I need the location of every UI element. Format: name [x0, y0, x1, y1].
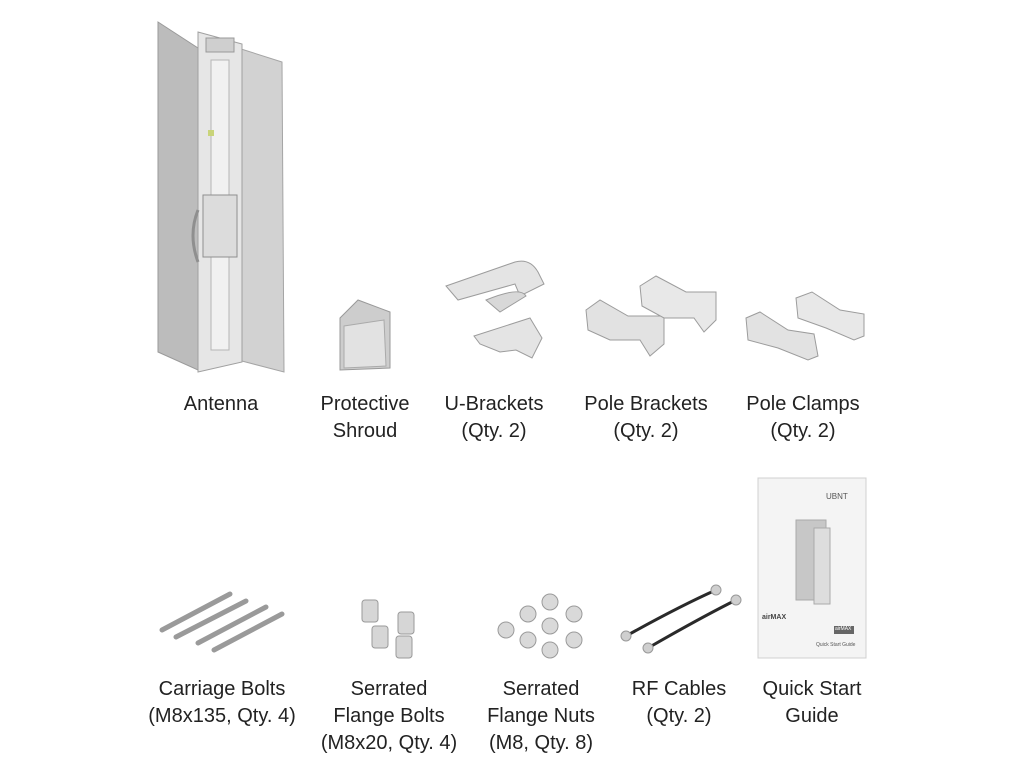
caption-line: Carriage Bolts — [158, 678, 286, 700]
quick-start-guide-image: UBNT airMAX airMAX Quick Start Guide — [757, 477, 867, 659]
caption-pole-clamps: Pole Clamps (Qty. 2) — [746, 391, 859, 445]
caption-line: Serrated — [502, 678, 580, 700]
caption-line: U-Brackets — [444, 393, 544, 415]
guide-brand-label: UBNT — [826, 492, 848, 501]
caption-line: Flange Bolts — [333, 705, 445, 727]
caption-flange-bolts: Serrated Flange Bolts (M8x20, Qty. 4) — [321, 676, 457, 757]
caption-line: Antenna — [183, 393, 259, 415]
caption-line: (Qty. 2) — [461, 420, 527, 442]
caption-line: (Qty. 2) — [770, 420, 836, 442]
caption-line: Pole Brackets — [584, 393, 708, 415]
caption-u-brackets: U-Brackets (Qty. 2) — [445, 391, 544, 445]
caption-line: (Qty. 2) — [646, 705, 712, 727]
caption-line: RF Cables — [631, 678, 727, 700]
caption-line: Protective — [320, 393, 410, 415]
caption-line: (M8, Qty. 8) — [488, 732, 594, 754]
caption-line: Quick Start — [762, 678, 862, 700]
caption-line: Shroud — [332, 420, 398, 442]
caption-line: Pole Clamps — [746, 393, 860, 415]
caption-line: Flange Nuts — [487, 705, 595, 727]
caption-carriage-bolts: Carriage Bolts (M8x135, Qty. 4) — [148, 676, 295, 730]
caption-line: (Qty. 2) — [613, 420, 679, 442]
caption-flange-nuts: Serrated Flange Nuts (M8, Qty. 8) — [487, 676, 595, 757]
caption-line: Guide — [785, 705, 839, 727]
caption-pole-brackets: Pole Brackets (Qty. 2) — [584, 391, 707, 445]
caption-shroud: Protective Shroud — [321, 391, 410, 445]
caption-rf-cables: RF Cables (Qty. 2) — [632, 676, 726, 730]
caption-quick-start-guide: Quick Start Guide — [763, 676, 862, 730]
guide-footer-label: Quick Start Guide — [816, 642, 856, 648]
guide-title-label: airMAX — [762, 614, 787, 621]
caption-line: (M8x135, Qty. 4) — [148, 705, 296, 727]
caption-antenna: Antenna — [184, 391, 259, 418]
guide-badge-label: airMAX — [835, 626, 852, 632]
caption-line: (M8x20, Qty. 4) — [320, 732, 458, 754]
caption-line: Serrated — [350, 678, 428, 700]
